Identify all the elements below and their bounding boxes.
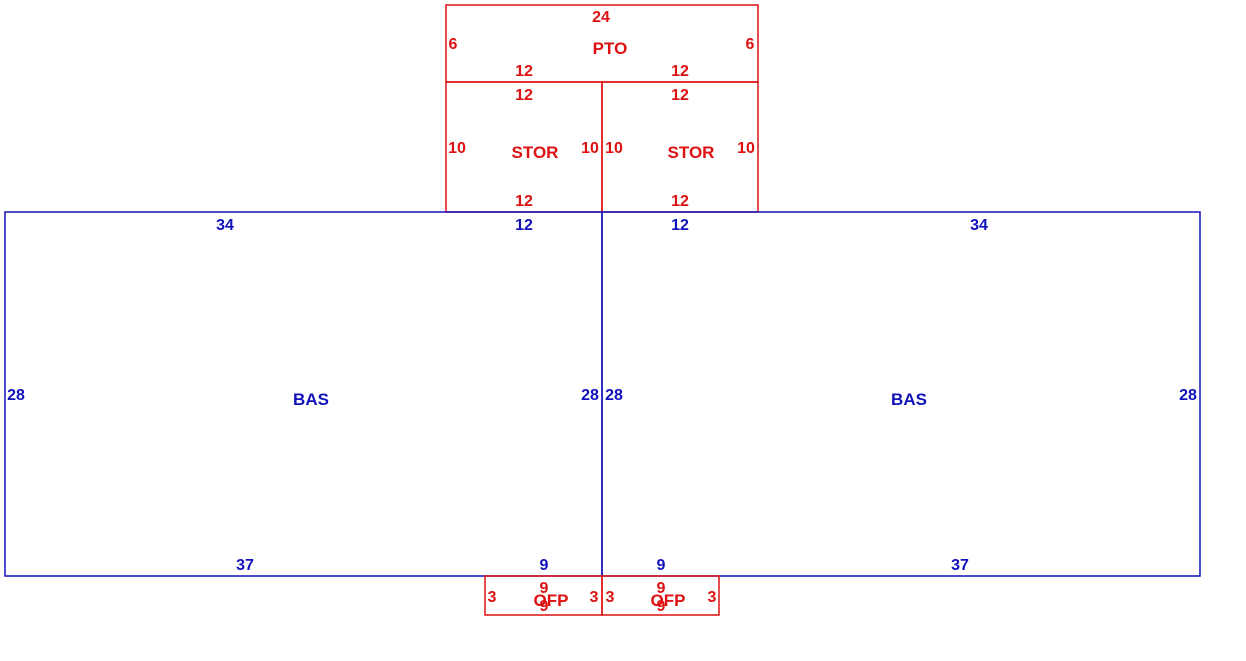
bas-left-bottom-inner-dim: 9 xyxy=(540,557,549,574)
ofp-left-label: OFP xyxy=(534,591,569,610)
bas-left-bottom-outer-dim: 37 xyxy=(236,557,254,574)
area-ofp-right: 9 3 3 OFP 9 xyxy=(601,575,720,616)
area-stor-left: 12 10 10 STOR 12 xyxy=(445,81,603,213)
stor-left-label: STOR xyxy=(512,143,559,162)
pto-bottom-right-dim: 12 xyxy=(671,63,689,80)
ofp-right-top-dim: 9 xyxy=(657,580,666,597)
stor-right-bottom-dim: 12 xyxy=(671,193,689,210)
pto-top-dim: 24 xyxy=(592,9,610,26)
area-pto: 24 6 6 PTO 12 12 xyxy=(445,4,759,83)
stor-right-left-dim: 10 xyxy=(605,140,623,157)
ofp-left-right-dim: 3 xyxy=(590,589,599,606)
ofp-left-top-dim: 9 xyxy=(540,580,549,597)
stor-right-right-dim: 10 xyxy=(737,140,755,157)
stor-left-left-dim: 10 xyxy=(448,140,466,157)
bas-left-top-inner-dim: 12 xyxy=(515,217,533,234)
area-ofp-left: 9 3 3 OFP 9 xyxy=(484,575,603,616)
bas-right-top-outer-dim: 34 xyxy=(970,217,988,234)
area-bas-right: 34 12 28 28 BAS 37 9 xyxy=(601,211,1201,577)
bas-right-right-dim: 28 xyxy=(1179,387,1197,404)
pto-left-dim: 6 xyxy=(449,36,458,53)
stor-left-top-dim: 12 xyxy=(515,87,533,104)
bas-right-outline xyxy=(601,211,1201,577)
stor-left-bottom-dim: 12 xyxy=(515,193,533,210)
ofp-right-bottom-dim: 9 xyxy=(657,598,666,615)
stor-left-right-dim: 10 xyxy=(581,140,599,157)
ofp-left-left-dim: 3 xyxy=(488,589,497,606)
stor-right-top-dim: 12 xyxy=(671,87,689,104)
bas-right-left-dim: 28 xyxy=(605,387,623,404)
ofp-right-outline xyxy=(601,575,720,616)
bas-left-right-dim: 28 xyxy=(581,387,599,404)
pto-bottom-left-dim: 12 xyxy=(515,63,533,80)
bas-right-bottom-inner-dim: 9 xyxy=(657,557,666,574)
bas-right-top-inner-dim: 12 xyxy=(671,217,689,234)
bas-left-left-dim: 28 xyxy=(7,387,25,404)
bas-right-bottom-outer-dim: 37 xyxy=(951,557,969,574)
area-bas-left: 34 12 28 28 BAS 37 9 xyxy=(4,211,603,577)
stor-right-label: STOR xyxy=(668,143,715,162)
pto-label: PTO xyxy=(593,39,628,58)
ofp-right-label: OFP xyxy=(651,591,686,610)
ofp-left-bottom-dim: 9 xyxy=(540,598,549,615)
ofp-right-right-dim: 3 xyxy=(708,589,717,606)
area-stor-right: 12 10 10 STOR 12 xyxy=(601,81,759,213)
bas-left-top-outer-dim: 34 xyxy=(216,217,234,234)
ofp-right-left-dim: 3 xyxy=(606,589,615,606)
bas-left-label: BAS xyxy=(293,390,329,409)
bas-right-label: BAS xyxy=(891,390,927,409)
pto-right-dim: 6 xyxy=(746,36,755,53)
